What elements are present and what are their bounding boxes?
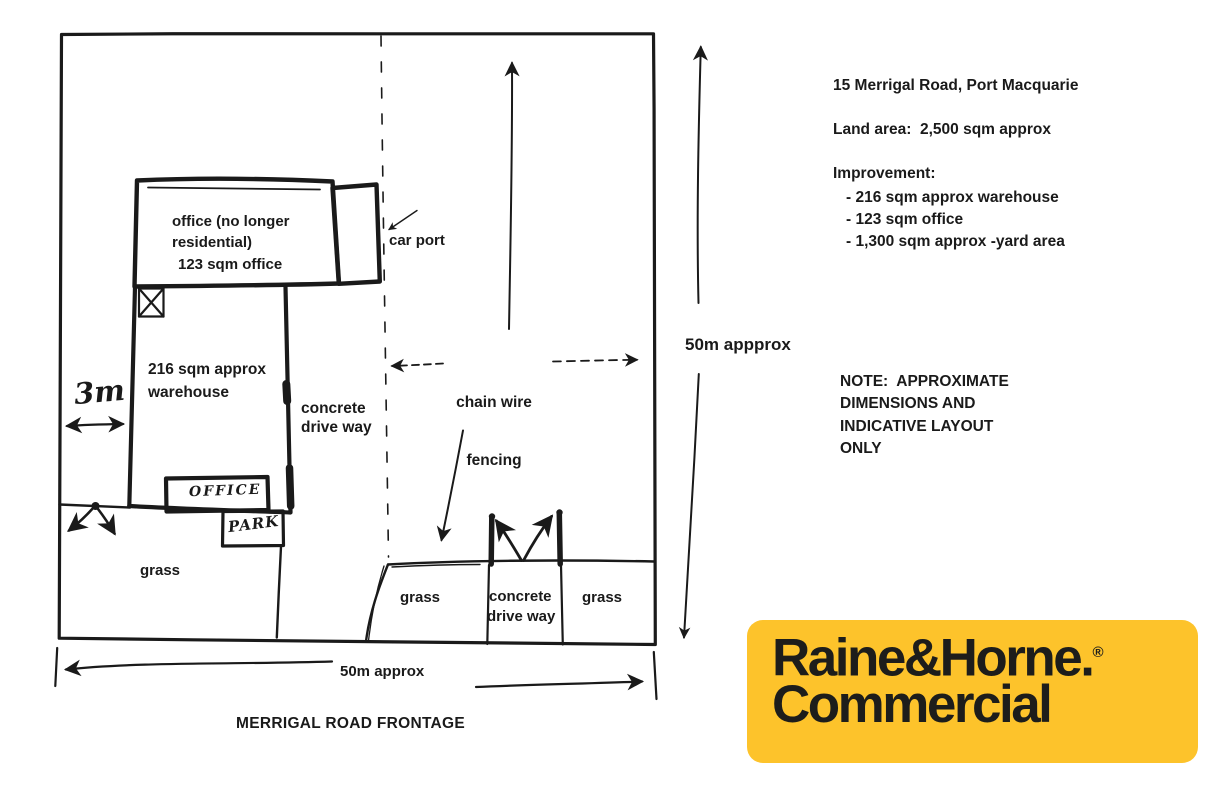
office-label-line3: 123 sqm office [178, 256, 283, 273]
width-dimension-label: 50m approx [340, 663, 425, 680]
small-office-label: OFFICE [188, 481, 262, 501]
gate-posts [488, 509, 563, 567]
grass-bottom-left-label: grass [400, 589, 441, 606]
improvement-item-warehouse: - 216 sqm approx warehouse [846, 189, 1059, 206]
office-label-line1: office (no longer [172, 213, 290, 230]
warehouse-door-mark-upper [282, 380, 292, 405]
setback-dimension-arrow [64, 415, 126, 434]
note-line2: DIMENSIONS AND [840, 395, 976, 413]
entry-arrows [58, 502, 132, 536]
logo-brand-name: Raine&Horne. [772, 628, 1095, 688]
driveway-bottom-label-line2: drive way [487, 608, 556, 625]
property-address: 15 Merrigal Road, Port Macquarie [833, 77, 1079, 94]
chain-wire-arrows [390, 353, 639, 373]
setback-3m-label: 3m [72, 372, 127, 412]
improvement-item-office: - 123 sqm office [846, 211, 964, 228]
land-area: Land area: 2,500 sqm approx [833, 121, 1051, 138]
property-boundary [57, 32, 658, 647]
logo-division-text: Commercial [772, 675, 1053, 734]
warehouse-label-line2: warehouse [148, 384, 229, 401]
width-dimension-arrow [54, 646, 658, 701]
chain-wire-label-line1: chain wire [456, 393, 532, 411]
improvement-heading: Improvement: [833, 165, 936, 182]
driveway-edges [486, 563, 564, 646]
logo-brand-text: Raine&Horne.® [772, 628, 1104, 685]
registered-trademark-symbol: ® [1092, 644, 1104, 661]
dashed-divider-line [380, 35, 390, 558]
yard-edge-line [275, 545, 283, 639]
warehouse-door-mark-lower [285, 464, 295, 510]
yard-depth-arrow [504, 61, 520, 330]
chain-wire-label-line2: fencing [466, 451, 522, 469]
office-label-line2: residential) [172, 234, 253, 251]
note-block: NOTE: APPROXIMATE DIMENSIONS AND INDICAT… [840, 371, 1009, 461]
gate-swing-left [494, 518, 523, 562]
note-line1: NOTE: APPROXIMATE [840, 373, 1009, 390]
grass-bottom-right-label: grass [582, 589, 623, 606]
height-dimension-arrow [678, 45, 708, 639]
gate-swing-right [522, 514, 554, 562]
road-frontage-label: MERRIGAL ROAD FRONTAGE [236, 715, 466, 732]
raine-and-horne-commercial-logo: Raine&Horne.® Commercial [747, 620, 1198, 763]
chain-wire-label: chain wire fencing [428, 354, 560, 509]
car-port-label: car port [389, 232, 445, 249]
height-dimension-label: 50m appprox [685, 335, 791, 354]
driveway-upper-label-line1: concrete [301, 400, 366, 417]
park-box [220, 509, 286, 639]
note-line3: INDICATIVE LAYOUT [840, 417, 994, 435]
warehouse-label-line1: 216 sqm approx [148, 361, 267, 378]
crossed-box [137, 287, 165, 318]
fence-pointer-arrow [436, 429, 464, 542]
improvement-item-yard: - 1,300 sqm approx -yard area [846, 233, 1065, 250]
front-fence-line [364, 559, 656, 643]
note-line4: ONLY [840, 440, 882, 458]
driveway-bottom-label-line1: concrete [489, 588, 552, 605]
car-port-outline [330, 182, 418, 286]
grass-left-label: grass [140, 562, 181, 579]
driveway-upper-label-line2: drive way [301, 419, 372, 436]
car-port-pointer-arrow [388, 209, 418, 231]
